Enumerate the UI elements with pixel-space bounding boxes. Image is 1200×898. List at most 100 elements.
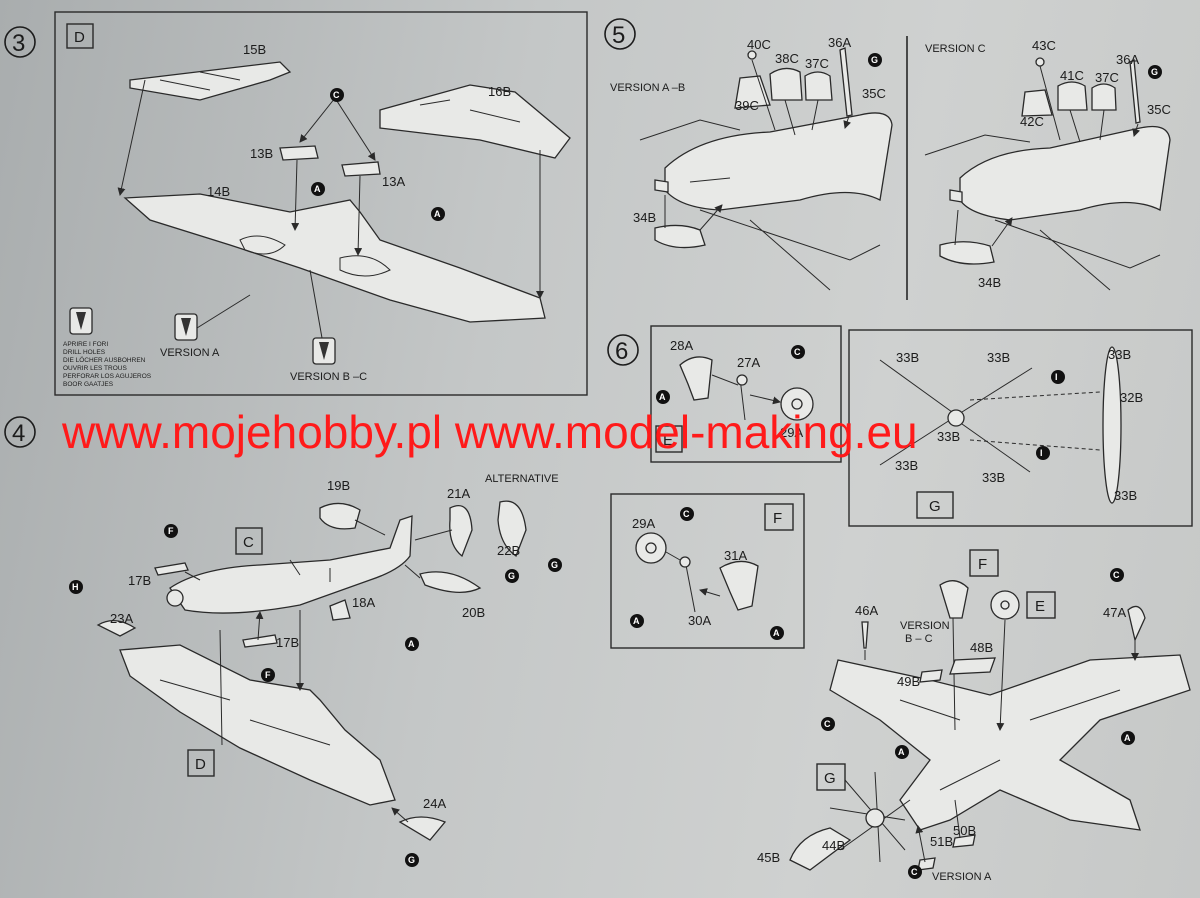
step-number-circle <box>4 26 36 58</box>
box-label-f-text: F <box>978 556 987 573</box>
drill-note-line: PERFORAR LOS AGUJEROS <box>63 373 152 380</box>
glue-badge-f <box>164 524 178 538</box>
propeller-blade-part <box>1102 346 1122 504</box>
part-label-13b: 13B <box>250 146 273 161</box>
version-a-label: VERSION A <box>160 347 220 359</box>
box-label-f <box>764 503 794 531</box>
box-label-g-text: G <box>929 498 941 515</box>
rudder-part <box>449 504 473 558</box>
box-label-f <box>969 549 999 577</box>
step-5-section: 5 VERSION A –B VERSION C 40C 38C 37C 36A… <box>604 18 1171 300</box>
step-6-section: 6 E 28A 27A 29A A C G 33B 33B 33B 32B 33… <box>607 325 1193 649</box>
glue-badge-a-text: A <box>633 616 640 626</box>
wing-upper-right-part <box>379 84 571 159</box>
sub-assembly-f-panel <box>610 493 805 649</box>
aerial-mast-part <box>1129 58 1141 124</box>
part-label-37c: 37C <box>805 56 829 71</box>
wing-assembly-part <box>119 644 396 806</box>
drill-note-line: OUVRIR LES TROUS <box>63 365 127 372</box>
glue-badge-c <box>821 717 835 731</box>
glue-badge-c <box>680 507 694 521</box>
glue-badge-a-text: A <box>898 747 905 757</box>
drill-note-line: BOOR GAATJES <box>63 381 114 388</box>
pitot-part <box>861 621 869 649</box>
glue-badge-a <box>895 745 909 759</box>
landing-gear-part <box>939 580 969 619</box>
part-label-41c: 41C <box>1060 68 1084 83</box>
propeller-hub-part <box>947 409 965 427</box>
glue-badge-g <box>405 853 419 867</box>
box-label-d-text: D <box>195 756 206 773</box>
fuselage-version-c <box>959 125 1171 221</box>
radiator-part <box>939 241 995 265</box>
wheel-well-leg-part <box>719 560 759 611</box>
glue-badge-f <box>261 668 275 682</box>
box-label-d <box>187 749 215 777</box>
aircraft-airframe <box>829 654 1191 831</box>
part-label-44b: 44B <box>822 838 845 853</box>
part-label-46a: 46A <box>855 603 878 618</box>
version-bc-label: VERSION <box>900 620 950 632</box>
version-c-label: VERSION C <box>925 43 986 55</box>
glue-badge-i-text: I <box>1055 372 1058 382</box>
part-label-13a: 13A <box>382 174 405 189</box>
glue-badge-c-text: C <box>333 90 340 100</box>
glue-badge-a-text: A <box>434 209 441 219</box>
box-label-d <box>66 23 94 49</box>
box-label-c <box>235 527 263 555</box>
version-a-label: VERSION A <box>932 871 992 883</box>
step-number-circle <box>4 416 36 448</box>
wing-lower-part <box>123 193 546 323</box>
drill-note-line: APRIRE I FORI <box>63 341 108 348</box>
wing-upper-left-part <box>129 61 292 101</box>
glue-badge-f-text: F <box>265 670 271 680</box>
box-label-c-text: C <box>243 534 254 551</box>
part-label-38c: 38C <box>775 51 799 66</box>
part-label-50b: 50B <box>953 823 976 838</box>
part-label-36a: 36A <box>828 35 851 50</box>
part-label-49b: 49B <box>897 674 920 689</box>
part-label-34b: 34B <box>633 210 656 225</box>
step-number-circle <box>607 334 639 366</box>
step-number: 3 <box>12 30 25 57</box>
glue-badge-a <box>405 637 419 651</box>
glue-badge-a <box>311 182 325 196</box>
glue-badge-a-text: A <box>773 628 780 638</box>
intake-part <box>96 620 137 637</box>
box-label-e-text: E <box>663 432 673 449</box>
sub-assembly-g-panel <box>848 329 1193 527</box>
drill-note-line: DRILL HOLES <box>63 349 106 356</box>
rudder-alternative-part <box>497 500 527 558</box>
box-label-e <box>655 425 683 453</box>
part-label-37c: 37C <box>1095 70 1119 85</box>
step-number: 6 <box>615 338 628 365</box>
fuselage-part <box>169 515 413 614</box>
canopy-part <box>769 67 803 101</box>
part-label-28a: 28A <box>670 338 693 353</box>
box-label-d-text: D <box>74 29 85 46</box>
box-label-f-text: F <box>773 510 782 527</box>
glue-badge-c <box>330 88 344 102</box>
glue-badge-c <box>791 345 805 359</box>
step-3-section: 3 D 15B 16B 14B 13B 13A C A A <box>4 11 588 396</box>
canopy-part <box>1057 81 1088 111</box>
exhaust-part <box>242 634 278 648</box>
part-label-17b: 17B <box>276 635 299 650</box>
part-label-35c: 35C <box>1147 102 1171 117</box>
glue-badge-f-text: F <box>168 526 174 536</box>
part-label-34b: 34B <box>978 275 1001 290</box>
sub-assembly-e-panel <box>650 325 842 463</box>
part-label-39c: 39C <box>735 98 759 113</box>
part-label-29a: 29A <box>632 516 655 531</box>
part-label-30a: 30A <box>688 613 711 628</box>
glue-badge-a-text: A <box>408 639 415 649</box>
box-label-e-text: E <box>1035 598 1045 615</box>
part-label-40c: 40C <box>747 37 771 52</box>
box-label-e <box>1026 591 1056 619</box>
part-label-43c: 43C <box>1032 38 1056 53</box>
box-label-g <box>916 491 954 519</box>
part-label-21a: 21A <box>447 486 470 501</box>
final-assembly-section: F E G 46A 47A VERSION B – C 48B 49B 50B … <box>757 549 1191 883</box>
part-label-35c: 35C <box>862 86 886 101</box>
